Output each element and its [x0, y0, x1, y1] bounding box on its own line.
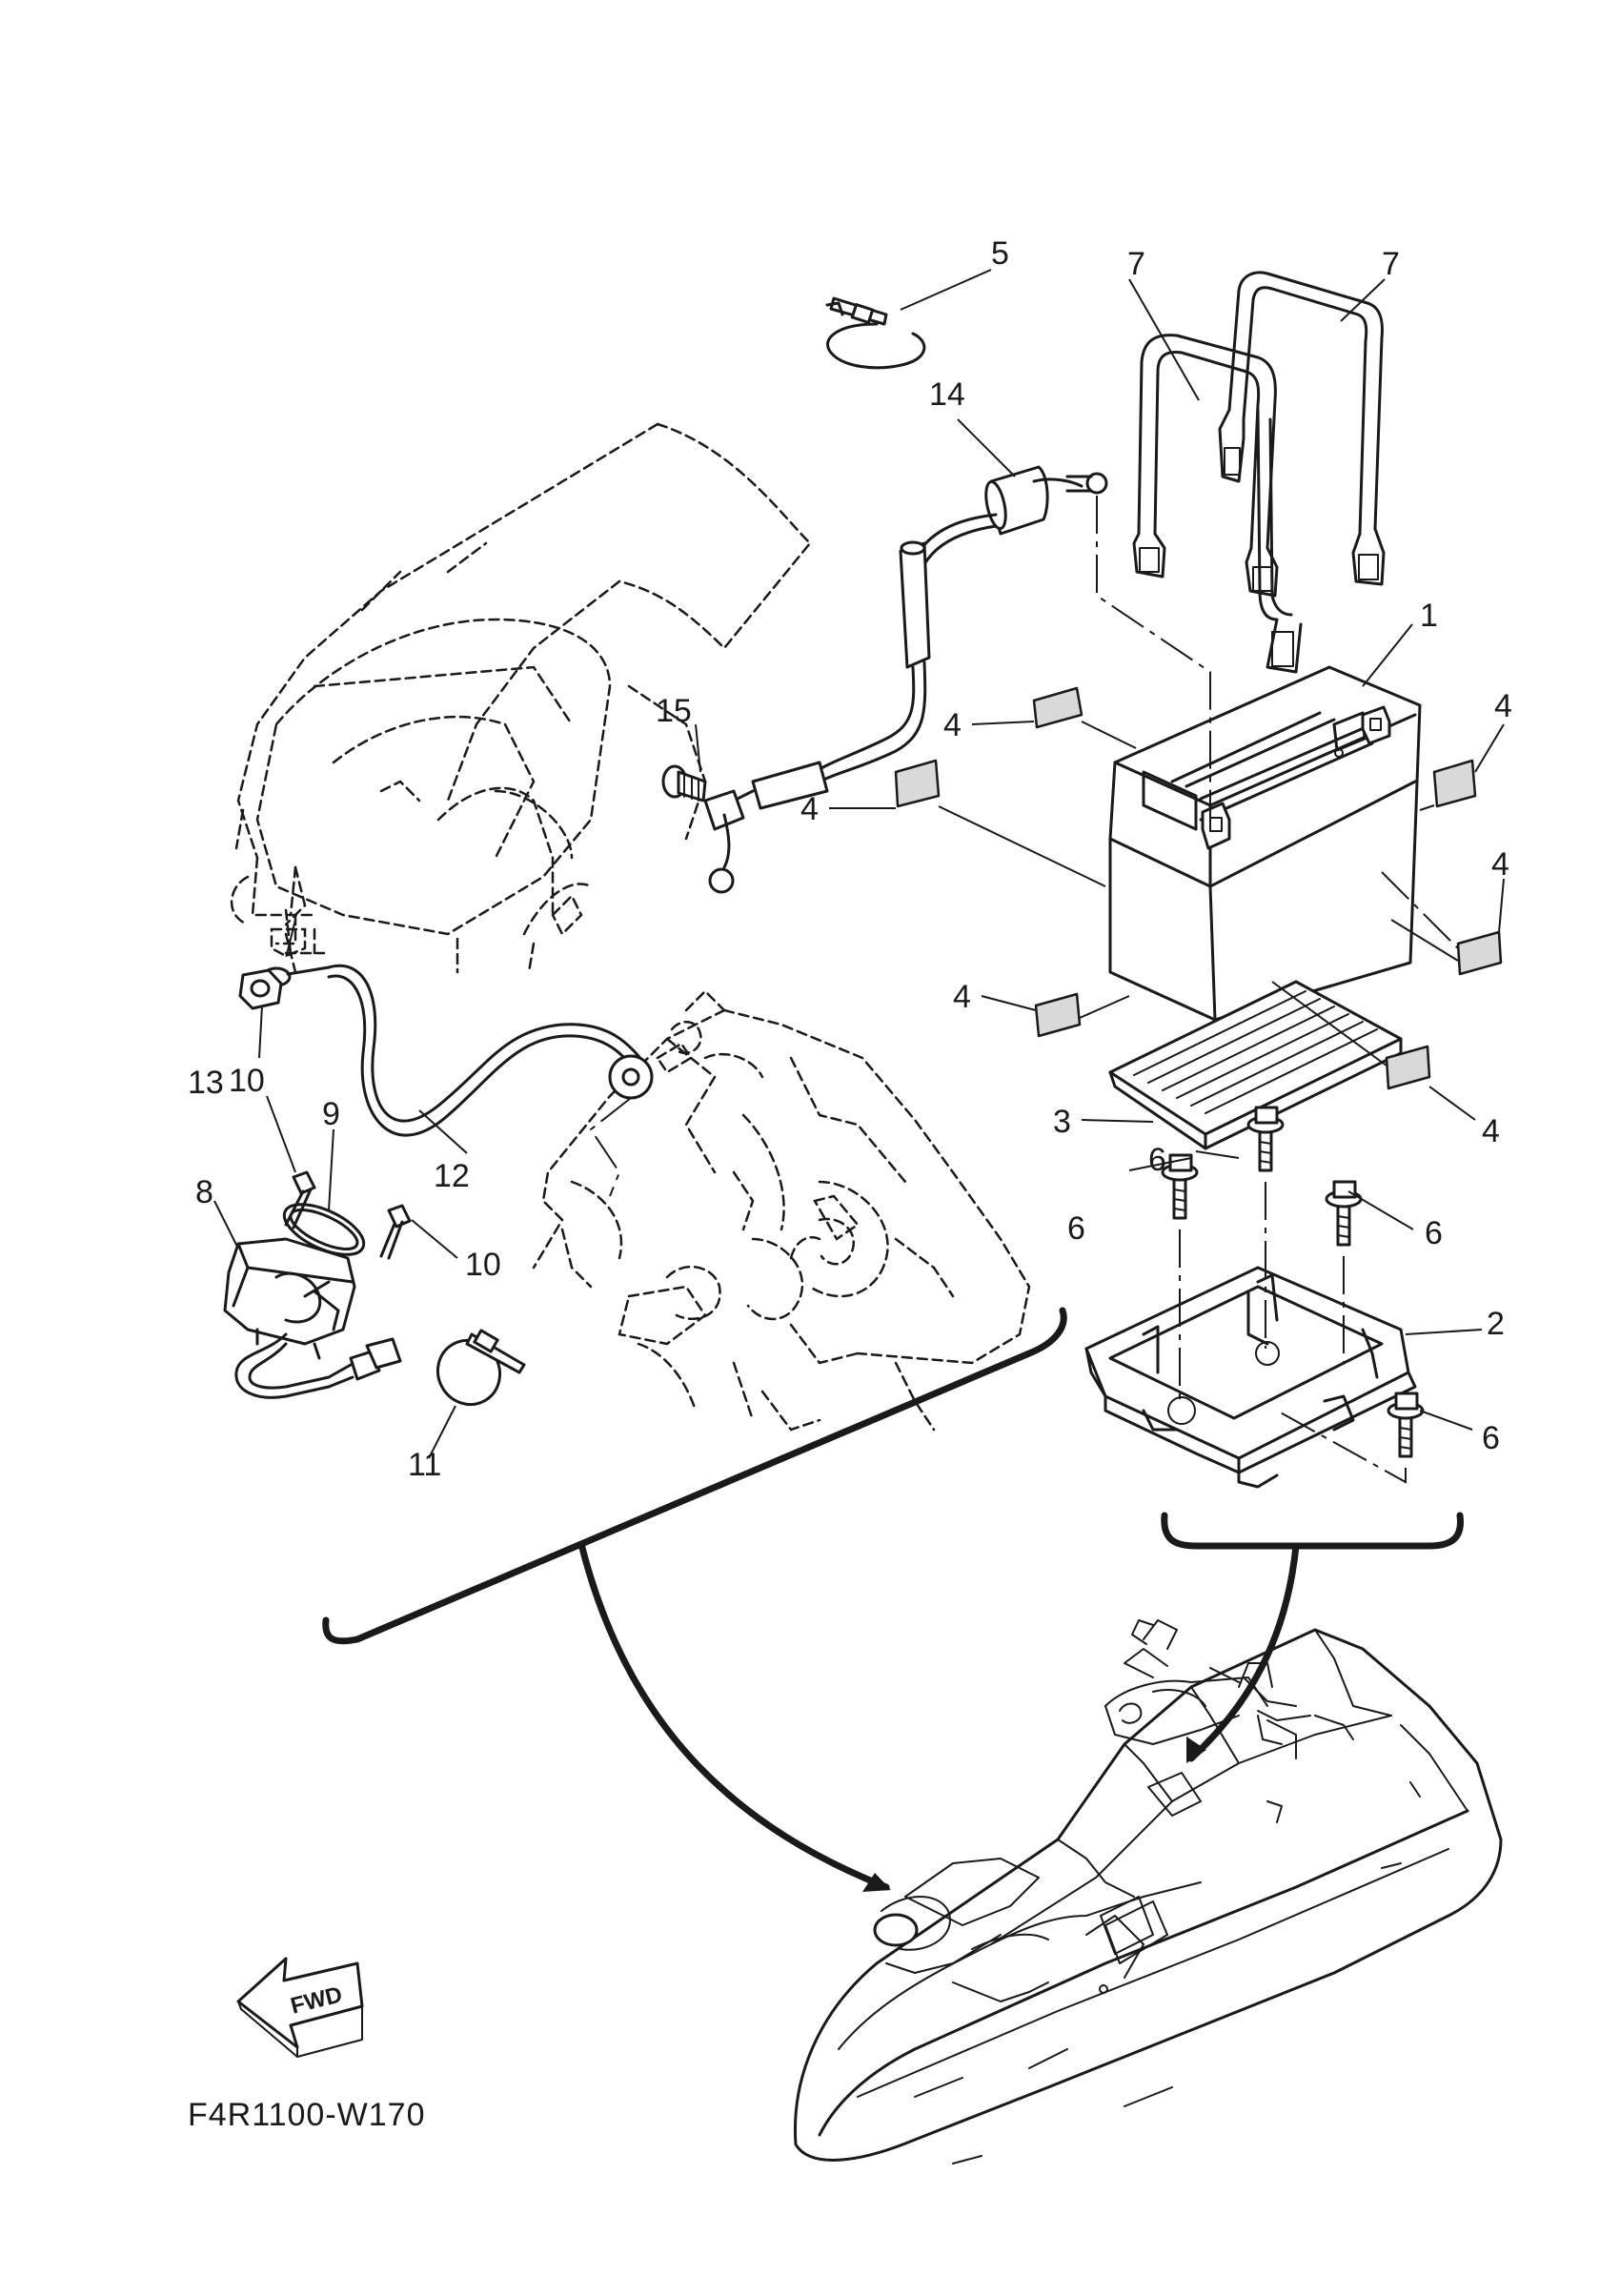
- callout-10b: 10: [465, 1247, 501, 1283]
- switch-8: [223, 1237, 402, 1399]
- callout-4a: 4: [943, 707, 962, 743]
- callout-4b: 4: [800, 791, 819, 827]
- crankcase-outline: [532, 989, 1031, 1432]
- callout-2: 2: [1487, 1306, 1505, 1342]
- ground-lead-12: [261, 964, 654, 1137]
- battery-1: [1108, 665, 1422, 1022]
- cable-tie-11: [435, 1329, 526, 1407]
- callout-5: 5: [991, 235, 1009, 272]
- callout-12: 12: [434, 1158, 470, 1194]
- callout-labels: 1 2 3 4 4 4 4 4 4 5 6 6 6 6 7 7 8 9 10 1…: [188, 235, 1512, 1483]
- alignment-lines: [285, 496, 1459, 1484]
- callout-10a: 10: [229, 1063, 265, 1099]
- callout-7b: 7: [1382, 246, 1400, 282]
- callout-13: 13: [188, 1065, 224, 1101]
- callout-6b: 6: [1067, 1210, 1085, 1247]
- battery-strap-7-front: [1132, 334, 1279, 598]
- callout-15: 15: [656, 693, 692, 729]
- callout-14: 14: [929, 376, 965, 413]
- callout-4c: 4: [1494, 688, 1512, 724]
- diagram-code: F4R1100-W170: [188, 2097, 426, 2133]
- watercraft-outline: [793, 1619, 1503, 2164]
- callout-4d: 4: [1491, 846, 1509, 883]
- battery-strap-7-back: [1218, 271, 1386, 674]
- callout-3: 3: [1053, 1104, 1071, 1140]
- callout-8: 8: [195, 1174, 213, 1210]
- callout-7a: 7: [1127, 246, 1145, 282]
- callout-9: 9: [322, 1096, 340, 1132]
- screw-15: [661, 764, 707, 803]
- battery-pads-4: [894, 686, 1503, 1090]
- battery-cable-14: [703, 465, 1108, 894]
- callout-11: 11: [408, 1447, 441, 1483]
- reference-bracket-left: [322, 1307, 1067, 1892]
- callout-4e: 4: [953, 979, 971, 1015]
- cable-tie-5: [825, 296, 926, 370]
- ground-screw-dashed: [656, 1021, 702, 1074]
- reference-bracket-right: [1161, 1512, 1465, 1763]
- engine-outline: [230, 422, 812, 974]
- callout-6d: 6: [1482, 1420, 1500, 1456]
- callout-1: 1: [1420, 598, 1438, 634]
- callout-6c: 6: [1425, 1215, 1443, 1251]
- callout-6a: 6: [1148, 1142, 1166, 1178]
- leader-lines: [213, 269, 1505, 1459]
- engine-mount-nut: [270, 908, 307, 958]
- battery-box-2: [1084, 1266, 1417, 1489]
- screws-10: [284, 1170, 412, 1260]
- callout-4f: 4: [1482, 1113, 1500, 1149]
- fwd-arrow-icon: FWD: [236, 1957, 364, 2058]
- battery-mat-3: [1108, 980, 1403, 1150]
- nut-13: [238, 968, 283, 1010]
